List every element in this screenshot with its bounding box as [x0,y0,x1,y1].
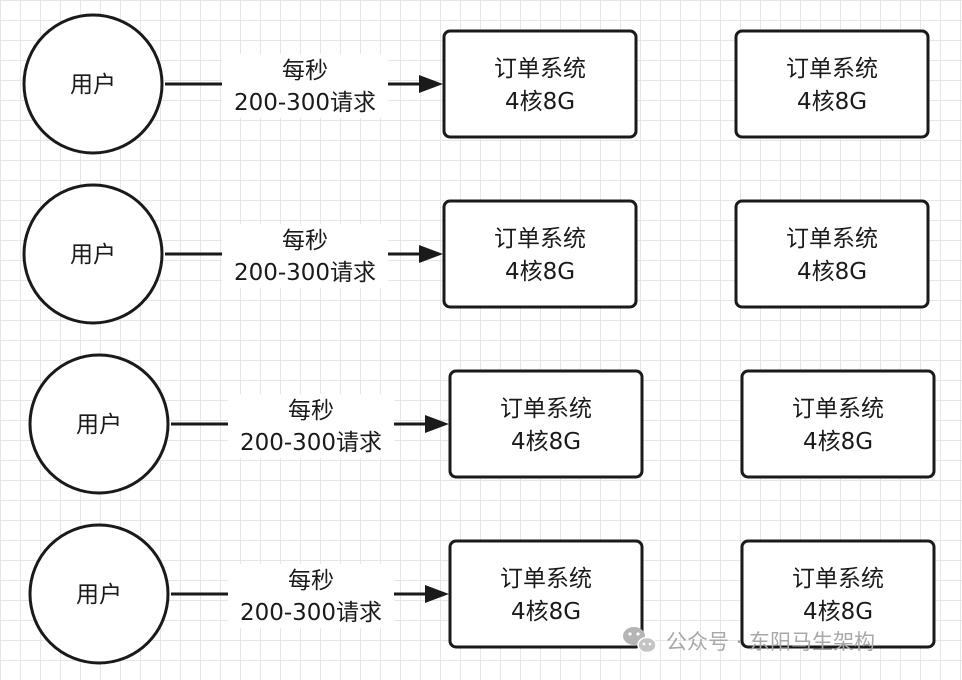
order-system-box[interactable] [734,199,930,309]
order-system-box[interactable] [740,539,936,649]
edge-label-line1: 每秒 [288,398,334,424]
system-name: 订单系统 [786,226,878,252]
user-node[interactable] [28,523,170,665]
order-system-box[interactable] [448,539,644,649]
system-spec: 4核8G [803,429,873,455]
system-spec: 4核8G [797,259,867,285]
arrow-head [425,585,449,603]
watermark-text: 公众号 · 东阳马生架构 [666,630,875,654]
system-spec: 4核8G [511,599,581,625]
row-4: 用户 每秒 200-300请求 订单系统 4核8G 订单系统 4核8G [28,523,936,665]
order-system-box[interactable] [448,369,644,479]
edge-label-line1: 每秒 [288,568,334,594]
system-name: 订单系统 [792,396,884,422]
arrow-head [419,75,443,93]
edge-label-line2: 200-300请求 [240,430,382,456]
system-spec: 4核8G [803,599,873,625]
row-2: 用户 每秒 200-300请求 订单系统 4核8G 订单系统 4核8G [22,183,930,325]
edge-label-bg [222,54,388,118]
system-name: 订单系统 [500,396,592,422]
arrow-head [425,415,449,433]
wechat-icon [623,627,657,654]
user-label: 用户 [70,242,116,268]
edge-label-line1: 每秒 [282,58,328,84]
system-name: 订单系统 [494,56,586,82]
system-name: 订单系统 [786,56,878,82]
system-spec: 4核8G [797,89,867,115]
edge-label-bg [222,224,388,288]
order-system-box[interactable] [740,369,936,479]
edge-label-bg [228,564,394,628]
order-system-box[interactable] [442,199,638,309]
arrow-head [419,245,443,263]
system-spec: 4核8G [505,89,575,115]
user-node[interactable] [22,183,164,325]
edge-label-bg [228,394,394,458]
system-spec: 4核8G [511,429,581,455]
system-name: 订单系统 [792,566,884,592]
user-label: 用户 [70,72,116,98]
edge-label-line2: 200-300请求 [234,260,376,286]
edge-label-line1: 每秒 [282,228,328,254]
system-name: 订单系统 [494,226,586,252]
user-label: 用户 [76,412,122,438]
watermark: 公众号 · 东阳马生架构 [623,627,875,654]
user-node[interactable] [22,13,164,155]
user-node[interactable] [28,353,170,495]
system-spec: 4核8G [505,259,575,285]
row-3: 用户 每秒 200-300请求 订单系统 4核8G 订单系统 4核8G [28,353,936,495]
user-label: 用户 [76,582,122,608]
edge-label-line2: 200-300请求 [234,90,376,116]
system-name: 订单系统 [500,566,592,592]
edge-label-line2: 200-300请求 [240,600,382,626]
order-system-box[interactable] [442,29,638,139]
row-1: 用户 每秒 200-300请求 订单系统 4核8G 订单系统 4核8G [22,13,930,155]
order-system-box[interactable] [734,29,930,139]
